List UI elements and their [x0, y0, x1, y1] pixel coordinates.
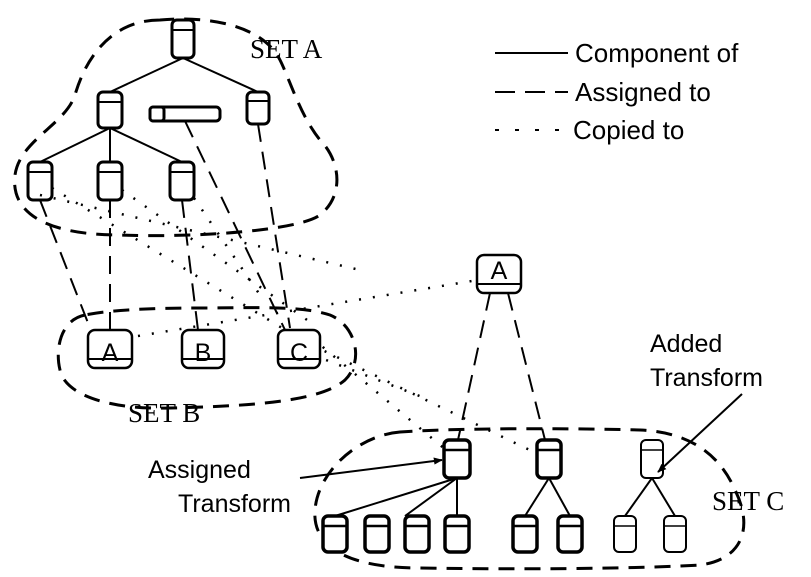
edge-root-mid [109, 57, 184, 93]
set-a-boundary [13, 17, 339, 238]
copied-links [39, 186, 541, 457]
set-b-label: SET B [128, 398, 200, 428]
set-c-parent-center [535, 438, 563, 480]
set-a-leaf-left [26, 160, 54, 202]
set-a-group: SET A [13, 17, 339, 238]
set-c-leaf [663, 515, 687, 553]
assigned-links-a-to-b [39, 120, 291, 331]
set-c-leaf [613, 515, 637, 553]
set-b-node-a-label: A [102, 339, 119, 367]
assigned-transform-arrow [299, 457, 443, 479]
set-b-node-a: A [86, 328, 134, 370]
set-b-node-b: B [180, 328, 226, 370]
standalone-node-a-label: A [491, 257, 508, 285]
set-b-node-b-label: B [195, 339, 212, 367]
set-b-node-c-label: C [290, 339, 308, 367]
set-c-leaf [511, 514, 539, 554]
set-c-group: SET C [313, 427, 784, 571]
set-a-mid-node [96, 90, 124, 130]
set-a-transform-bar [148, 105, 222, 123]
set-a-label: SET A [250, 34, 323, 64]
set-c-leaf [403, 514, 431, 554]
set-a-leaf-right [168, 160, 196, 202]
assigned-transform-line1: Assigned [148, 456, 251, 484]
set-b-node-c: C [276, 328, 322, 370]
added-transform-annotation: Added Transform [650, 330, 763, 473]
set-c-parent-left [442, 438, 472, 480]
set-c-boundary [313, 427, 746, 571]
legend: Component of Assigned to Copied to [495, 38, 739, 145]
set-c-leaf [363, 514, 391, 554]
edge-mid-right [109, 127, 183, 163]
set-c-label: SET C [712, 486, 784, 516]
set-a-right-node [245, 90, 271, 126]
set-c-parent-right [640, 439, 664, 479]
set-c-leaf [321, 514, 349, 554]
set-b-group: A B C SET B [56, 306, 358, 428]
edge-root-right [182, 57, 259, 93]
standalone-node-a: A [475, 253, 523, 295]
set-c-leaf [556, 514, 584, 554]
set-b-boundary [56, 306, 358, 410]
assigned-transform-line2: Transform [178, 490, 291, 518]
legend-copied-label: Copied to [573, 115, 684, 145]
assigned-transform-annotation: Assigned Transform [148, 456, 443, 518]
edge-mid-left [39, 127, 111, 163]
added-transform-arrow [657, 393, 743, 473]
added-transform-line1: Added [650, 330, 722, 358]
set-a-root-node [170, 18, 196, 60]
added-transform-line2: Transform [650, 364, 763, 392]
set-c-leaf [443, 514, 471, 554]
assigned-links-a-to-c [457, 292, 546, 441]
set-a-leaf-center [96, 160, 124, 202]
legend-component-label: Component of [575, 38, 739, 68]
legend-assigned-label: Assigned to [575, 77, 711, 107]
